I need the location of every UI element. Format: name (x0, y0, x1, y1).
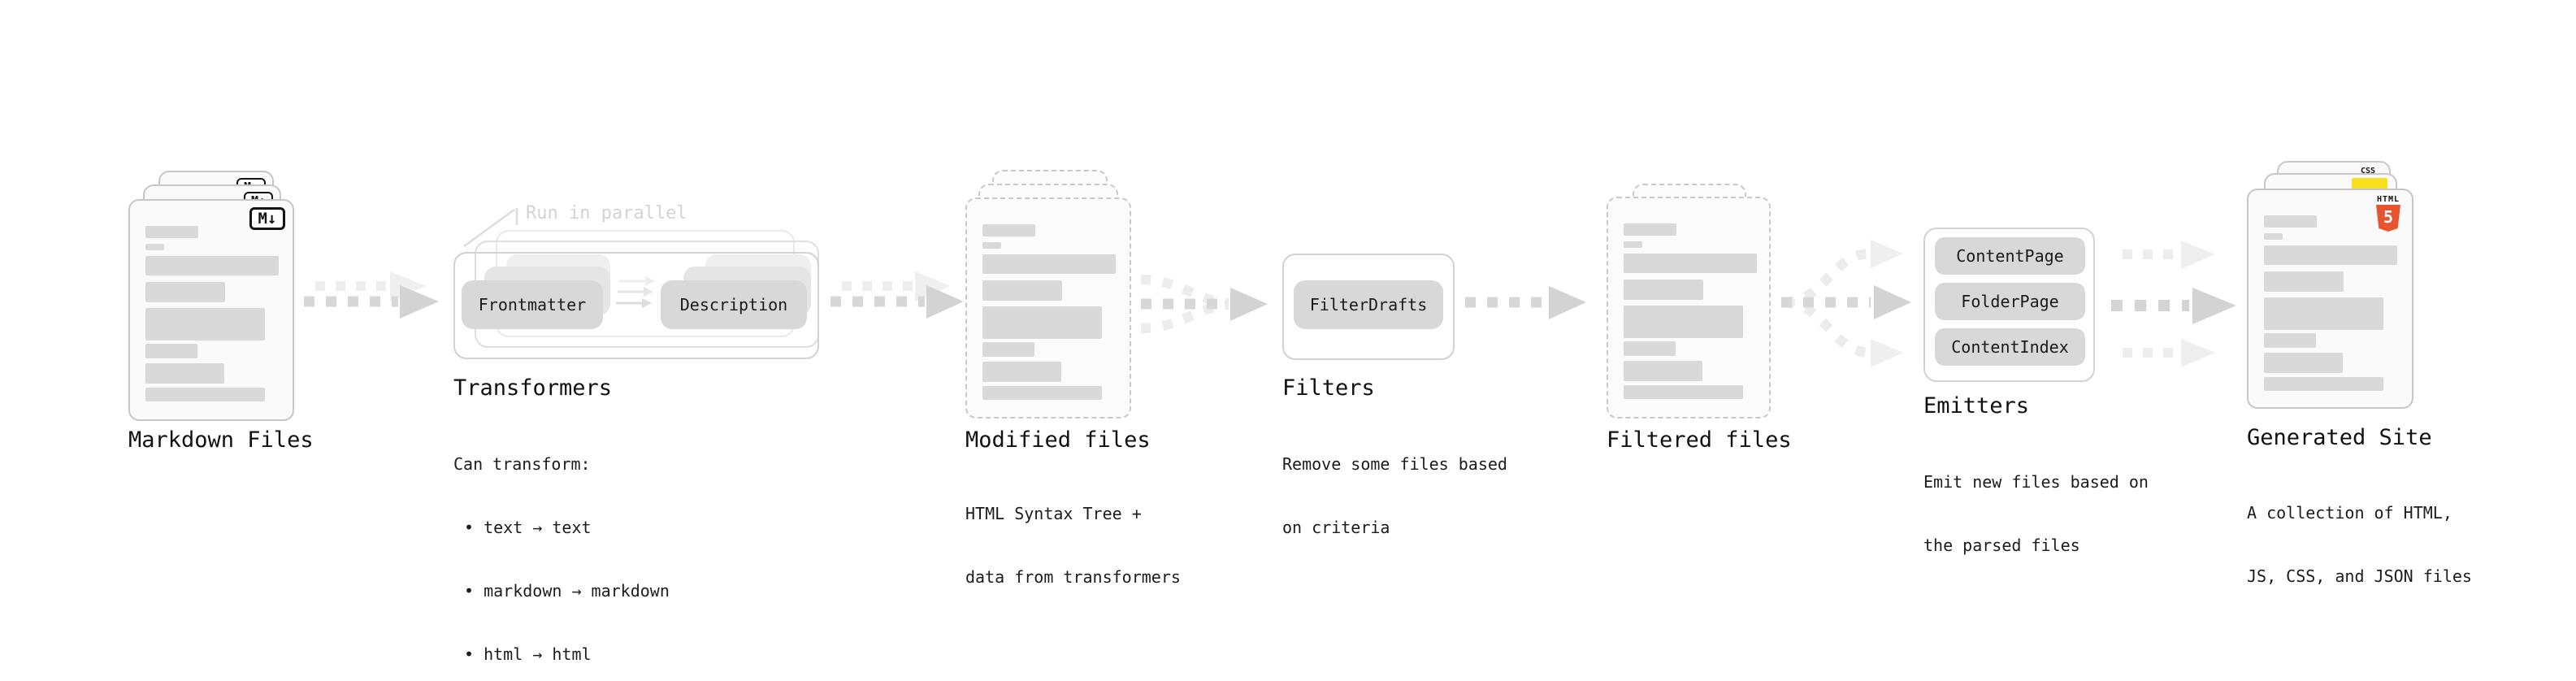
emitters-box (1923, 228, 2095, 382)
filters-title: Filters (1282, 375, 1375, 401)
connector-modified-to-filters (1140, 275, 1268, 333)
filtered-files-title: Filtered files (1607, 427, 1792, 453)
doc-placeholder-lines (145, 226, 279, 401)
transformer-box-front (453, 252, 819, 359)
connector-transformers-to-modified (830, 271, 964, 319)
filters-description: Remove some files based on criteria (1282, 454, 1507, 537)
emitter-pill-contentindex: ContentIndex (1935, 328, 2085, 366)
emitters-title: Emitters (1923, 393, 2030, 419)
run-in-parallel-label: Run in parallel (526, 203, 687, 223)
connector-filters-to-filtered (1465, 286, 1586, 319)
markdown-file-card-front: M↓ (128, 199, 294, 421)
doc-placeholder-lines (982, 224, 1116, 400)
doc-placeholder-lines (2264, 215, 2397, 391)
filter-pill-filterdrafts: FilterDrafts (1294, 280, 1443, 329)
emitter-pill-contentpage: ContentPage (1935, 237, 2085, 275)
generated-site-description: A collection of HTML, JS, CSS, and JSON … (2247, 503, 2472, 586)
modified-files-title: Modified files (965, 427, 1151, 453)
connector-emitters-to-generated (2111, 241, 2236, 367)
modified-files-description: HTML Syntax Tree + data from transformer… (965, 504, 1181, 587)
markdown-icon: M↓ (249, 207, 285, 230)
doc-placeholder-lines (1624, 223, 1757, 399)
transformers-description: Can transform: • text → text • markdown … (453, 454, 670, 664)
transformer-pill-frontmatter: Frontmatter (462, 280, 603, 329)
html-file-card: HTML 5 (2247, 189, 2413, 409)
modified-file-card-front (965, 197, 1131, 419)
connector-filtered-to-emitters (1781, 240, 1911, 367)
markdown-files-title: Markdown Files (128, 427, 314, 453)
filters-box (1282, 254, 1455, 360)
transformers-title: Transformers (453, 375, 613, 401)
emitter-pill-folderpage: FolderPage (1935, 283, 2085, 320)
emitters-description: Emit new files based on the parsed files (1923, 472, 2149, 555)
generated-site-title: Generated Site (2247, 425, 2432, 450)
transformer-pill-description: Description (661, 280, 807, 329)
filtered-file-card-front (1607, 197, 1771, 419)
html5-icon: HTML 5 (2374, 195, 2403, 232)
connector-markdown-to-transformers (304, 271, 439, 319)
